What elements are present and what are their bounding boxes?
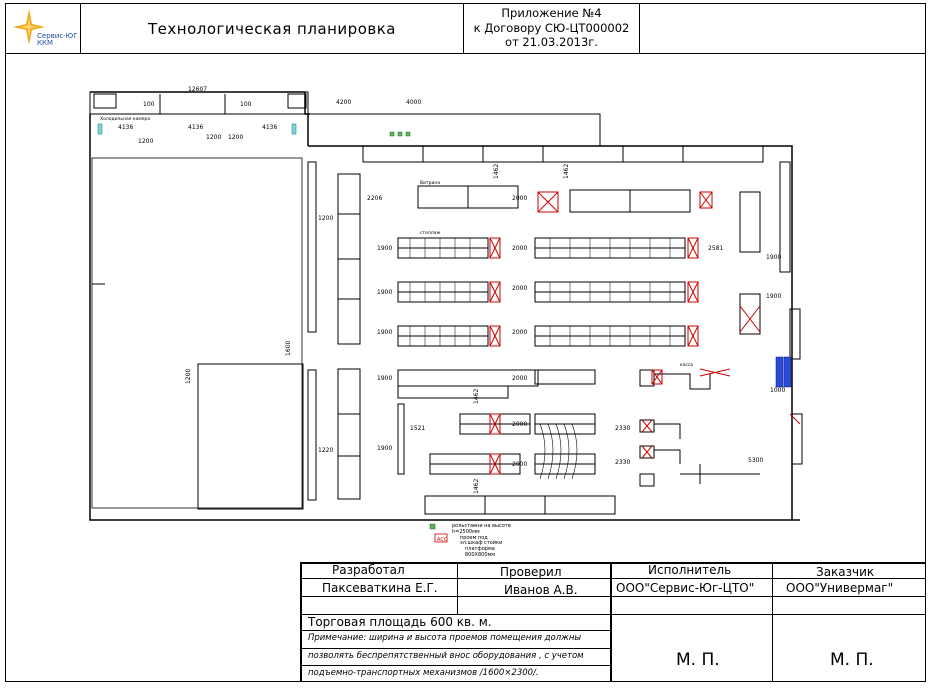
label-cold-room: Холодильная камера — [100, 116, 150, 122]
dim-1462-d: 1462 — [473, 479, 480, 494]
appendix-line3: от 21.03.2013г. — [505, 35, 598, 49]
dim-2581: 2581 — [708, 245, 723, 252]
appendix-line1: Приложение №4 — [501, 6, 602, 20]
legend-line4: эл.шкаф стойки — [460, 539, 502, 546]
logo-text-line2: ККМ — [37, 39, 53, 47]
note-line1: Примечание: ширина и высота проемов поме… — [308, 633, 582, 643]
checkout-counters — [639, 369, 711, 487]
left-wall-rack-2 — [307, 369, 317, 501]
dim-1462-b: 1462 — [563, 164, 570, 179]
dim-1462-a: 1462 — [493, 164, 500, 179]
dim-2000-d: 2000 — [512, 329, 527, 336]
dim-4136-a: 4136 — [118, 124, 133, 131]
dim-1900-b: 1900 — [377, 289, 392, 296]
dim-1900-a: 1900 — [377, 245, 392, 252]
dim-1200-a: 1200 — [206, 134, 221, 141]
dim-1900-e: 1900 — [377, 445, 392, 452]
dim-2330-a: 2330 — [615, 425, 630, 432]
checked-name: Иванов А.В. — [504, 583, 578, 597]
note-line3: подъемно-транспортных механизмов /1600×2… — [308, 668, 539, 678]
dim-2000-b: 2000 — [512, 245, 527, 252]
legend-line6: 800Х800мм — [465, 552, 495, 558]
label-rack: стеллаж — [420, 231, 440, 236]
dim-1521: 1521 — [410, 425, 425, 432]
dim-2000-f: 2000 — [512, 421, 527, 428]
label-checkout: касса — [680, 363, 693, 368]
customer-label: Заказчик — [816, 565, 875, 579]
contractor-name: ООО"Сервис-Юг-ЦТО" — [616, 581, 755, 595]
dim-2206: 2206 — [367, 195, 382, 202]
stamp-place-contractor: М. П. — [676, 650, 720, 670]
developed-name: Паксеваткина Е.Г. — [322, 581, 438, 595]
legend-line3: проем под — [460, 535, 488, 541]
appendix-line2: к Договору СЮ-ЦТ000002 — [473, 20, 630, 35]
company-logo: Сервис-ЮГ ККМ — [5, 3, 81, 54]
storage-rooms-block — [89, 91, 309, 115]
floor-plan: АСС 12607 100 100 4136 4136 4136 1200 12… — [89, 86, 803, 558]
dim-1200-b2: 1200 — [185, 369, 192, 384]
label-showcase: Витрина — [420, 180, 440, 186]
drawing-title: Технологическая планировка — [81, 3, 464, 54]
note-line2: позволять беспрепятственный внос оборудо… — [308, 651, 584, 661]
dim-100-b: 100 — [240, 101, 252, 108]
acc-box — [434, 533, 448, 543]
checked-label: Проверил — [500, 565, 562, 579]
legend-line1: рольставни на высоте — [452, 523, 511, 529]
dim-2330-b: 2330 — [615, 459, 630, 466]
dim-1000: 1000 — [770, 387, 785, 394]
dim-2000-e: 2000 — [512, 375, 527, 382]
title-block: Разработал Паксеваткина Е.Г. Проверил Ив… — [300, 562, 926, 682]
dim-1220: 1220 — [318, 447, 333, 454]
dim-1200-b: 1200 — [138, 138, 153, 145]
contractor-label: Исполнитель — [648, 563, 732, 577]
legend-line2: h=2500мм — [452, 529, 480, 535]
drawing-header: Сервис-ЮГ ККМ Технологическая планировка… — [5, 3, 926, 54]
acc-label: АСС — [437, 537, 448, 543]
logo-text-line1: Сервис-ЮГ — [37, 32, 78, 40]
developed-label: Разработал — [332, 563, 405, 577]
dim-1900-c: 1900 — [377, 329, 392, 336]
left-wall-rack-1 — [307, 161, 317, 333]
left-display-column-2 — [337, 368, 361, 500]
legend-line5: платформа — [465, 546, 495, 552]
back-room — [91, 157, 303, 509]
dim-100-a: 100 — [143, 101, 155, 108]
gondola-rows — [397, 237, 686, 475]
stamp-place-customer: М. П. — [830, 650, 874, 670]
star-logo-icon — [13, 9, 45, 45]
dim-1200-c: 1200 — [228, 134, 243, 141]
sales-area: Торговая площадь 600 кв. м. — [308, 615, 492, 629]
dim-1462-c: 1462 — [473, 389, 480, 404]
dim-4200: 4200 — [336, 99, 351, 106]
dim-4136-c: 4136 — [262, 124, 277, 131]
dim-5300: 5300 — [748, 457, 763, 464]
dim-4000: 4000 — [406, 99, 421, 106]
dim-2000-g: 2000 — [512, 461, 527, 468]
customer-name: ООО"Универмаг" — [786, 581, 894, 595]
dim-1600: 1600 — [285, 341, 292, 356]
drawing-sheet-frame — [5, 3, 926, 682]
dim-1900-g: 1900 — [766, 293, 781, 300]
office-room — [197, 363, 304, 510]
dim-2000-a: 2000 — [512, 195, 527, 202]
dim-1200-v: 1200 — [318, 215, 333, 222]
dim-top-total: 12607 — [188, 86, 207, 93]
appendix-reference: Приложение №4 к Договору СЮ-ЦТ000002 от … — [464, 3, 640, 54]
dim-1900-d: 1900 — [377, 375, 392, 382]
dim-4136-b: 4136 — [188, 124, 203, 131]
dim-2000-c: 2000 — [512, 285, 527, 292]
dim-1900-f: 1900 — [766, 254, 781, 261]
